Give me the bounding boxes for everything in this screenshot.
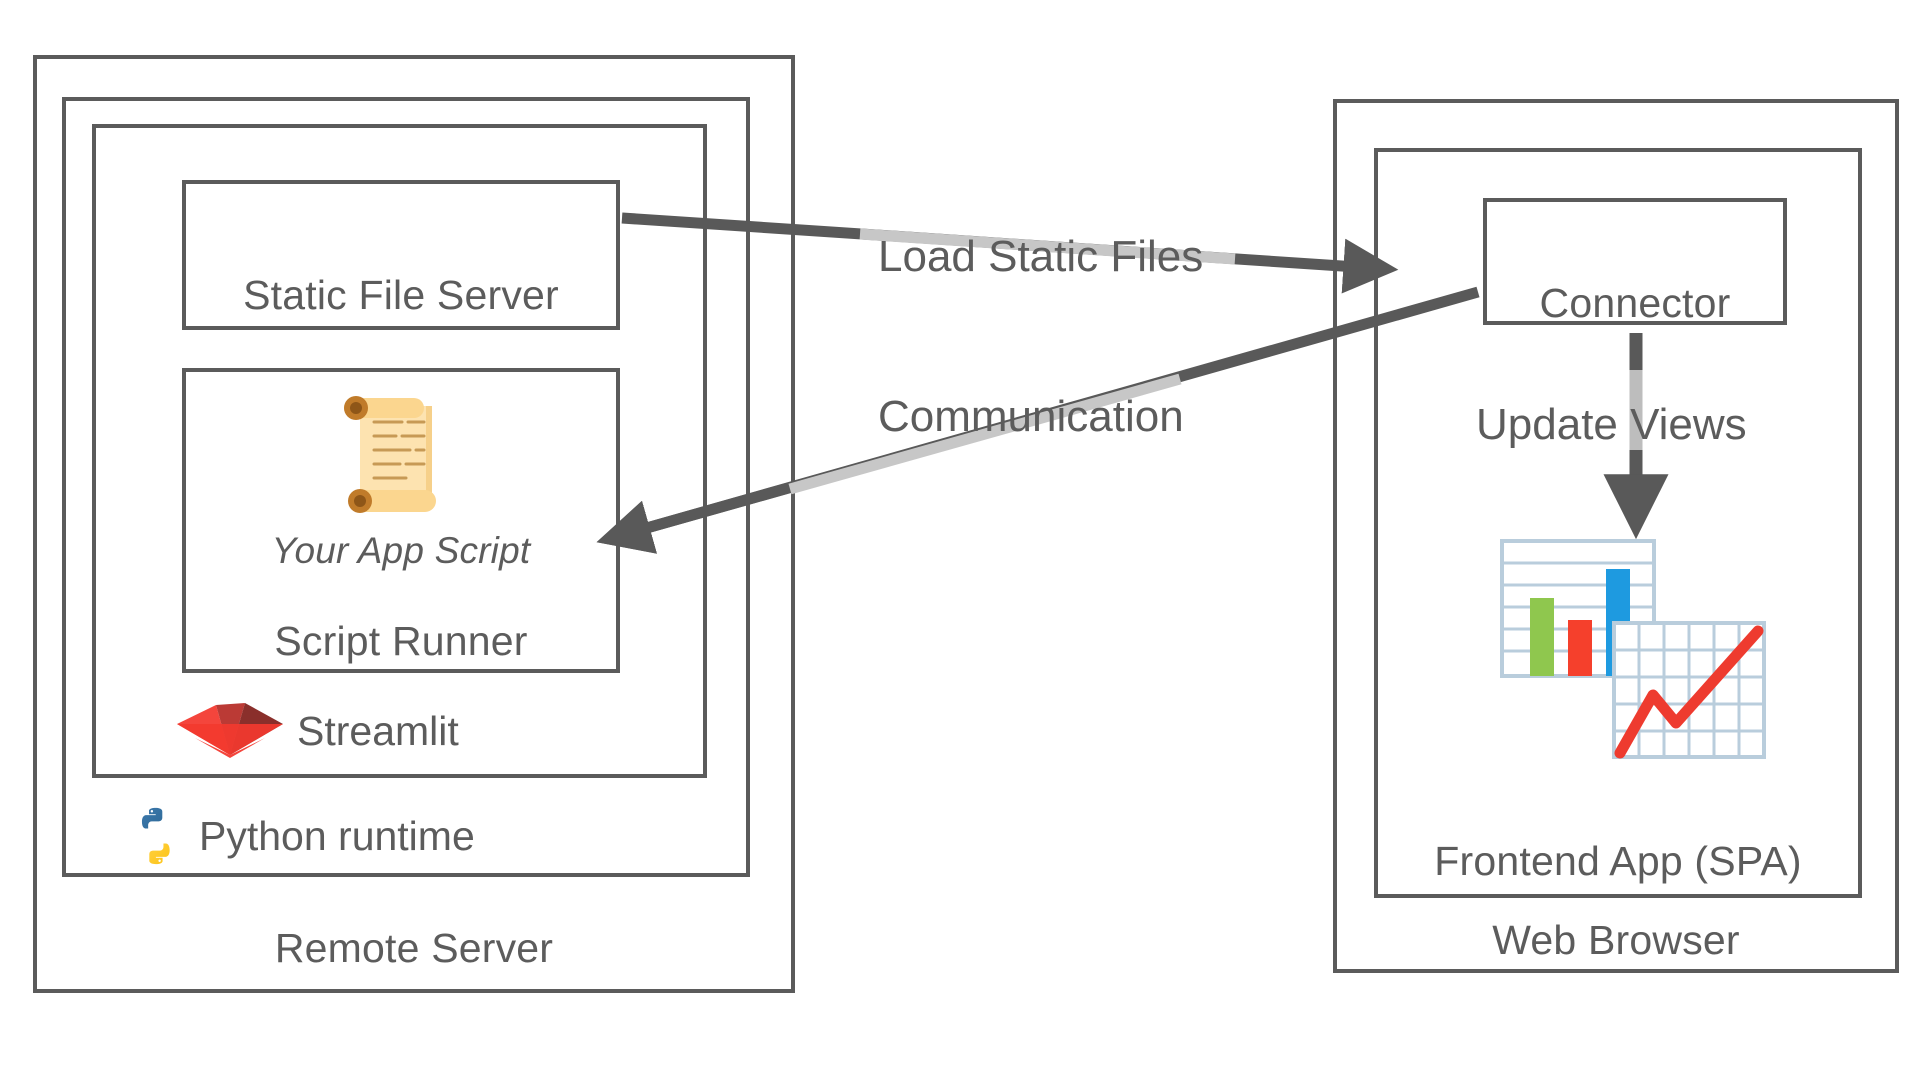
python-runtime-row: Python runtime	[125, 805, 475, 867]
scroll-icon	[330, 392, 450, 517]
streamlit-row: Streamlit	[175, 700, 459, 762]
connector-label: Connector	[1539, 280, 1731, 326]
streamlit-label: Streamlit	[297, 707, 459, 754]
remote-server-label: Remote Server	[274, 925, 554, 971]
frontend-app-label: Frontend App (SPA)	[1434, 838, 1802, 884]
connector-box	[1483, 198, 1787, 325]
static-file-server-box	[182, 180, 620, 330]
web-browser-label: Web Browser	[1492, 917, 1740, 963]
python-runtime-label: Python runtime	[199, 812, 475, 859]
streamlit-logo-icon	[175, 700, 285, 762]
arrow-label-update-views: Update Views	[1476, 400, 1747, 449]
static-file-server-label: Static File Server	[243, 272, 559, 318]
your-app-script-label: Your App Script	[271, 530, 531, 571]
python-logo-icon	[125, 805, 187, 867]
arrow-label-load-static-files: Load Static Files	[878, 232, 1204, 281]
bar-and-line-chart-icon	[1496, 535, 1776, 765]
script-runner-label: Script Runner	[274, 618, 528, 664]
arrow-label-communication: Communication	[878, 392, 1184, 441]
